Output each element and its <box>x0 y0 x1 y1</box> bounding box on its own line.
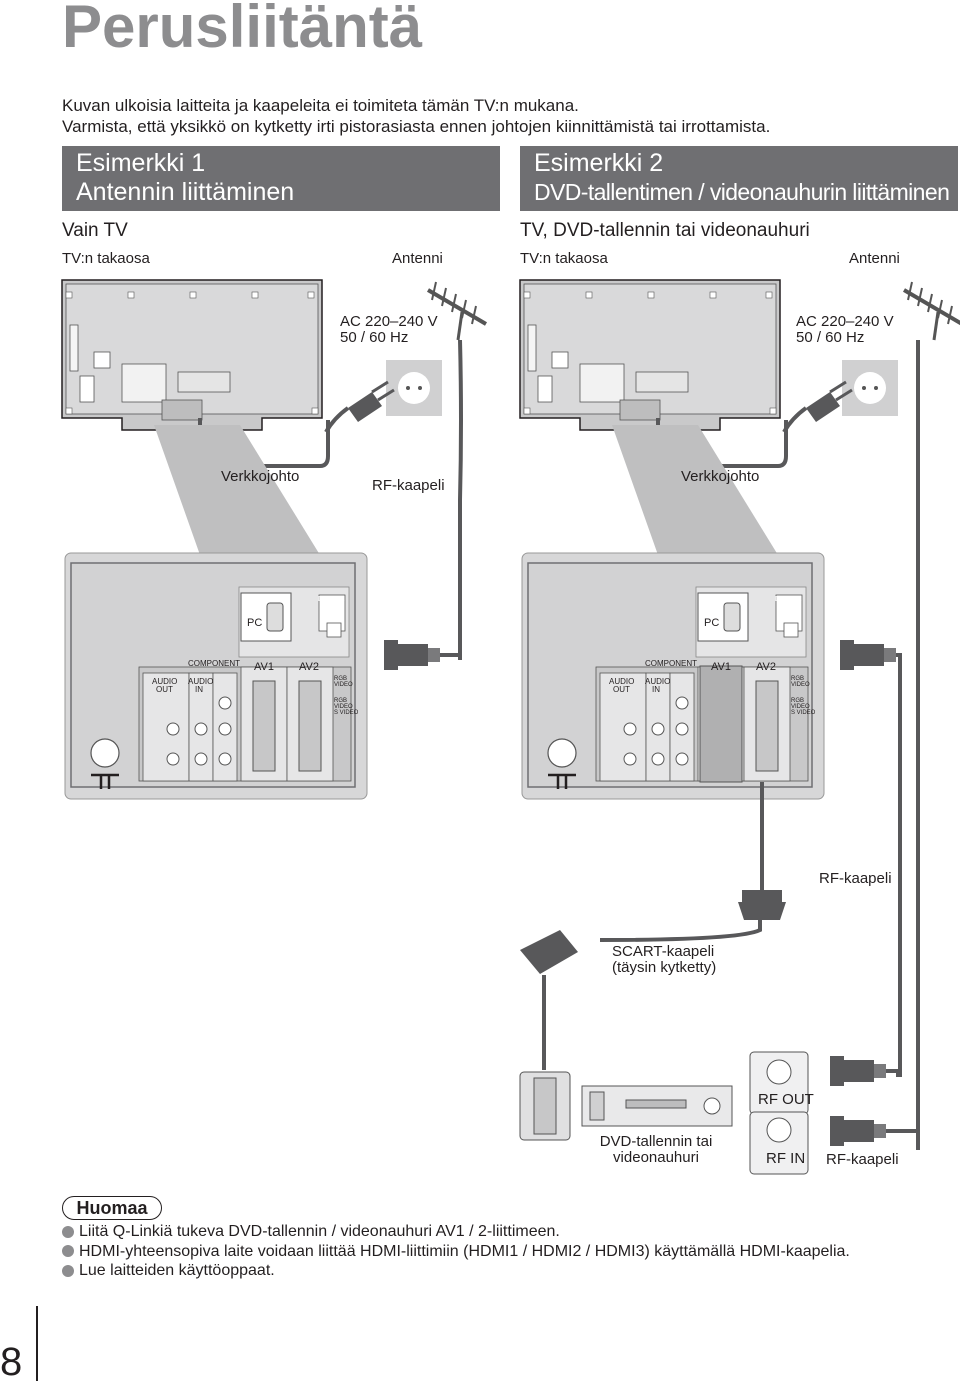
notes-list: Liitä Q-Linkiä tukeva DVD-tallennin / vi… <box>62 1222 850 1281</box>
example2-power-line1: AC 220–240 V <box>796 313 894 330</box>
panel1-audio-out-label: AUDIO <box>152 677 178 686</box>
example1-power-line2: 50 / 60 Hz <box>340 329 409 346</box>
notes-heading: Huomaa <box>62 1196 162 1220</box>
example1-subtitle: Antennin liittäminen <box>76 178 295 206</box>
note-item: Liitä Q-Linkiä tukeva DVD-tallennin / vi… <box>62 1222 850 1242</box>
example2-heading: TV, DVD-tallennin tai videonauhuri <box>520 220 810 241</box>
panel2-pc-label: PC <box>704 617 720 629</box>
note-text: Liitä Q-Linkiä tukeva DVD-tallennin / vi… <box>79 1223 560 1240</box>
example2-power-line2: 50 / 60 Hz <box>796 329 865 346</box>
panel1-video2-label: VIDEO <box>334 704 353 710</box>
panel2-in-label: IN <box>652 685 660 694</box>
example2-scart-line2: (täysin kytketty) <box>612 959 717 976</box>
intro-line-1: Kuvan ulkoisia laitteita ja kaapeleita e… <box>62 96 579 115</box>
example1-heading: Vain TV <box>62 220 128 241</box>
bullet-icon <box>62 1225 74 1238</box>
example1-tv-back-label: TV:n takaosa <box>62 250 150 267</box>
page-number: 8 <box>0 1340 23 1384</box>
example1-header: Esimerkki 1 Antennin liittäminen <box>62 146 500 211</box>
example2-rf-cable-label-lower: RF-kaapeli <box>826 1151 899 1168</box>
example1-title: Esimerkki 1 <box>76 149 206 177</box>
panel2-video-label: VIDEO <box>791 682 810 688</box>
panel1-pc-label: PC <box>247 617 263 629</box>
panel1-in-label: IN <box>195 685 203 694</box>
example2-subtitle: DVD-tallentimen / videonauhurin liittämi… <box>534 179 950 205</box>
example2-rf-out-label: RF OUT <box>758 1091 814 1108</box>
example1-power-line1: AC 220–240 V <box>340 313 438 330</box>
example2-header: Esimerkki 2 DVD-tallentimen / videonauhu… <box>520 146 958 211</box>
panel1-svideo-label: S VIDEO <box>334 710 359 716</box>
panel1-audio-in-label: AUDIO <box>188 677 214 686</box>
example1-mains-cable-label: Verkkojohto <box>221 468 300 485</box>
intro-line-2: Varmista, että yksikkö on kytketty irti … <box>62 117 771 136</box>
panel2-av2-label: AV2 <box>756 661 776 673</box>
panel1-digital-label: DIGITAL <box>318 596 345 603</box>
example1-antenna-label: Antenni <box>392 250 443 267</box>
bullet-icon <box>62 1245 74 1258</box>
example2-recorder-line1: DVD-tallennin tai <box>599 1133 713 1150</box>
panel2-audio-out-label: AUDIO <box>609 677 635 686</box>
page-number-divider <box>36 1306 38 1381</box>
example2-mains-cable-label: Verkkojohto <box>681 468 760 485</box>
panel1-out-label: OUT <box>156 685 173 694</box>
panel2-av1-label: AV1 <box>711 661 731 673</box>
example2-tv-back-label: TV:n takaosa <box>520 250 608 267</box>
note-item: Lue laitteiden käyttöoppaat. <box>62 1261 850 1281</box>
panel1-av2-label: AV2 <box>299 661 319 673</box>
panel2-digital-label: DIGITAL <box>775 596 802 603</box>
panel2-rgb2-label: RGB <box>791 698 805 704</box>
example2-recorder-line2: videonauhuri <box>613 1149 699 1166</box>
panel2-component-label: COMPONENT <box>645 659 697 668</box>
panel2-rgb-label: RGB <box>791 676 805 682</box>
note-text: HDMI-yhteensopiva laite voidaan liittää … <box>79 1242 850 1260</box>
panel1-rgb2-label: RGB <box>334 698 348 704</box>
bullet-icon <box>62 1264 74 1277</box>
page-title: Perusliitäntä <box>62 0 423 60</box>
panel1-av1-label: AV1 <box>254 661 274 673</box>
example2-scart-line1: SCART-kaapeli <box>612 943 715 960</box>
panel1-video-label: VIDEO <box>334 682 353 688</box>
note-text: Lue laitteiden käyttöoppaat. <box>79 1262 275 1279</box>
example2-rf-in-label: RF IN <box>766 1150 806 1167</box>
example2-antenna-label: Antenni <box>849 250 900 267</box>
panel2-video2-label: VIDEO <box>791 704 810 710</box>
panel2-out-label: OUT <box>613 685 630 694</box>
example1-rf-cable-label: RF-kaapeli <box>372 477 445 494</box>
panel2-audio-in-label: AUDIO <box>645 677 671 686</box>
panel1-rgb-label: RGB <box>334 676 348 682</box>
note-item: HDMI-yhteensopiva laite voidaan liittää … <box>62 1242 850 1262</box>
panel2-svideo-label: S VIDEO <box>791 710 816 716</box>
panel1-component-label: COMPONENT <box>188 659 240 668</box>
example2-rf-cable-label-upper: RF-kaapeli <box>819 870 892 887</box>
example2-title: Esimerkki 2 <box>534 149 664 177</box>
